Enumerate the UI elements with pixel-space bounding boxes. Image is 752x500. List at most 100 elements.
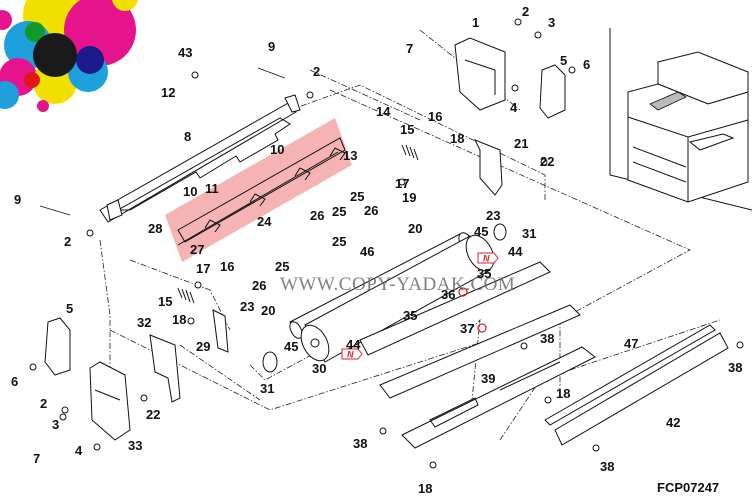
- callout-18[interactable]: 18: [450, 131, 464, 146]
- callout-39[interactable]: 39: [481, 371, 495, 386]
- cover-5-top: [539, 64, 566, 119]
- highlighted-part-24: [165, 118, 352, 262]
- callout-14[interactable]: 14: [376, 104, 391, 119]
- callout-9[interactable]: 9: [268, 39, 275, 54]
- callout-27[interactable]: 27: [190, 242, 204, 257]
- callout-20[interactable]: 20: [408, 221, 422, 236]
- callout-29[interactable]: 29: [196, 339, 210, 354]
- callout-16[interactable]: 16: [220, 259, 234, 274]
- callout-2[interactable]: 2: [522, 4, 529, 19]
- callout-25[interactable]: 25: [275, 259, 289, 274]
- bracket-1: [454, 37, 506, 111]
- callout-10[interactable]: 10: [270, 142, 284, 157]
- callout-11[interactable]: 11: [205, 181, 219, 196]
- callout-45[interactable]: 45: [284, 339, 298, 354]
- callout-labels: 1 2 3 4 5 6 7 43 12 9 2 8 14 15 16 18 21…: [11, 4, 742, 496]
- callout-45[interactable]: 45: [474, 224, 488, 239]
- callout-31[interactable]: 31: [522, 226, 536, 241]
- callout-31[interactable]: 31: [260, 381, 274, 396]
- callout-16[interactable]: 16: [428, 109, 442, 124]
- callout-3[interactable]: 3: [548, 15, 555, 30]
- callout-38[interactable]: 38: [353, 436, 367, 451]
- callout-25[interactable]: 25: [332, 204, 346, 219]
- callout-33[interactable]: 33: [128, 438, 142, 453]
- callout-23[interactable]: 23: [486, 208, 500, 223]
- callout-17[interactable]: 17: [395, 176, 409, 191]
- plate-36: [359, 261, 551, 356]
- callout-25[interactable]: 25: [350, 189, 364, 204]
- callout-32[interactable]: 32: [137, 315, 151, 330]
- callout-2[interactable]: 2: [40, 396, 47, 411]
- watermark: WWW.COPY-YADAK.COM: [280, 274, 515, 295]
- callout-22[interactable]: 22: [146, 407, 160, 422]
- gear-31-upper: [493, 223, 507, 241]
- callout-7[interactable]: 7: [33, 451, 40, 466]
- callout-1[interactable]: 1: [472, 15, 479, 30]
- copier-inset: [609, 28, 752, 211]
- callout-4[interactable]: 4: [75, 443, 83, 458]
- callout-35[interactable]: 35: [477, 266, 491, 281]
- callout-12[interactable]: 12: [161, 85, 175, 100]
- callout-18[interactable]: 18: [556, 386, 570, 401]
- callout-44[interactable]: 44: [508, 244, 523, 259]
- rail-part-8: [99, 94, 301, 223]
- callout-5[interactable]: 5: [560, 53, 567, 68]
- callout-24[interactable]: 24: [257, 214, 272, 229]
- screws: [29, 18, 744, 469]
- callout-35[interactable]: 35: [403, 308, 417, 323]
- callout-2[interactable]: 2: [64, 234, 71, 249]
- callout-15[interactable]: 15: [400, 122, 414, 137]
- callout-46[interactable]: 46: [360, 244, 374, 259]
- callout-26[interactable]: 26: [252, 278, 266, 293]
- bracket-33: [89, 361, 131, 441]
- callout-5[interactable]: 5: [66, 301, 73, 316]
- callout-26[interactable]: 26: [364, 203, 378, 218]
- callout-37[interactable]: 37: [460, 321, 474, 336]
- spring-15-lower: [177, 287, 195, 304]
- callout-15[interactable]: 15: [158, 294, 172, 309]
- callout-18[interactable]: 18: [418, 481, 432, 496]
- gear-31-lower: [262, 351, 278, 373]
- callout-18[interactable]: 18: [172, 312, 186, 327]
- rotate-icon: [477, 323, 487, 333]
- callout-2[interactable]: 2: [313, 64, 320, 79]
- callout-28[interactable]: 28: [148, 221, 162, 236]
- callout-3[interactable]: 3: [52, 417, 59, 432]
- callout-38[interactable]: 38: [728, 360, 742, 375]
- callout-6[interactable]: 6: [583, 57, 590, 72]
- callout-38[interactable]: 38: [540, 331, 554, 346]
- callout-7[interactable]: 7: [406, 41, 413, 56]
- callout-36[interactable]: 36: [441, 287, 455, 302]
- callout-8[interactable]: 8: [184, 129, 191, 144]
- bracket-21: [473, 139, 503, 196]
- bracket-29: [212, 309, 229, 353]
- callout-19[interactable]: 19: [402, 190, 416, 205]
- callout-9[interactable]: 9: [14, 192, 21, 207]
- callout-6[interactable]: 6: [11, 374, 18, 389]
- callout-13[interactable]: 13: [343, 148, 357, 163]
- copier-illustration: [627, 51, 749, 203]
- cover-5-bottom: [44, 317, 71, 376]
- callout-23[interactable]: 23: [240, 299, 254, 314]
- callout-4[interactable]: 4: [510, 100, 518, 115]
- callout-20[interactable]: 20: [261, 303, 275, 318]
- callout-47[interactable]: 47: [624, 336, 638, 351]
- svg-text:N: N: [483, 254, 490, 264]
- svg-text:N: N: [347, 350, 354, 360]
- spring-15-upper: [401, 144, 419, 161]
- callout-21[interactable]: 21: [514, 136, 528, 151]
- callout-43[interactable]: 43: [178, 45, 192, 60]
- plate-39: [401, 346, 596, 449]
- callout-44[interactable]: 44: [346, 337, 361, 352]
- callout-22[interactable]: 22: [540, 154, 554, 169]
- callout-42[interactable]: 42: [666, 415, 680, 430]
- callout-38[interactable]: 38: [600, 459, 614, 474]
- callout-30[interactable]: 30: [312, 361, 326, 376]
- callout-26[interactable]: 26: [310, 208, 324, 223]
- callout-17[interactable]: 17: [196, 261, 210, 276]
- plate-37: [379, 304, 581, 399]
- callout-25[interactable]: 25: [332, 234, 346, 249]
- callout-10[interactable]: 10: [183, 184, 197, 199]
- blade-47: [544, 324, 716, 426]
